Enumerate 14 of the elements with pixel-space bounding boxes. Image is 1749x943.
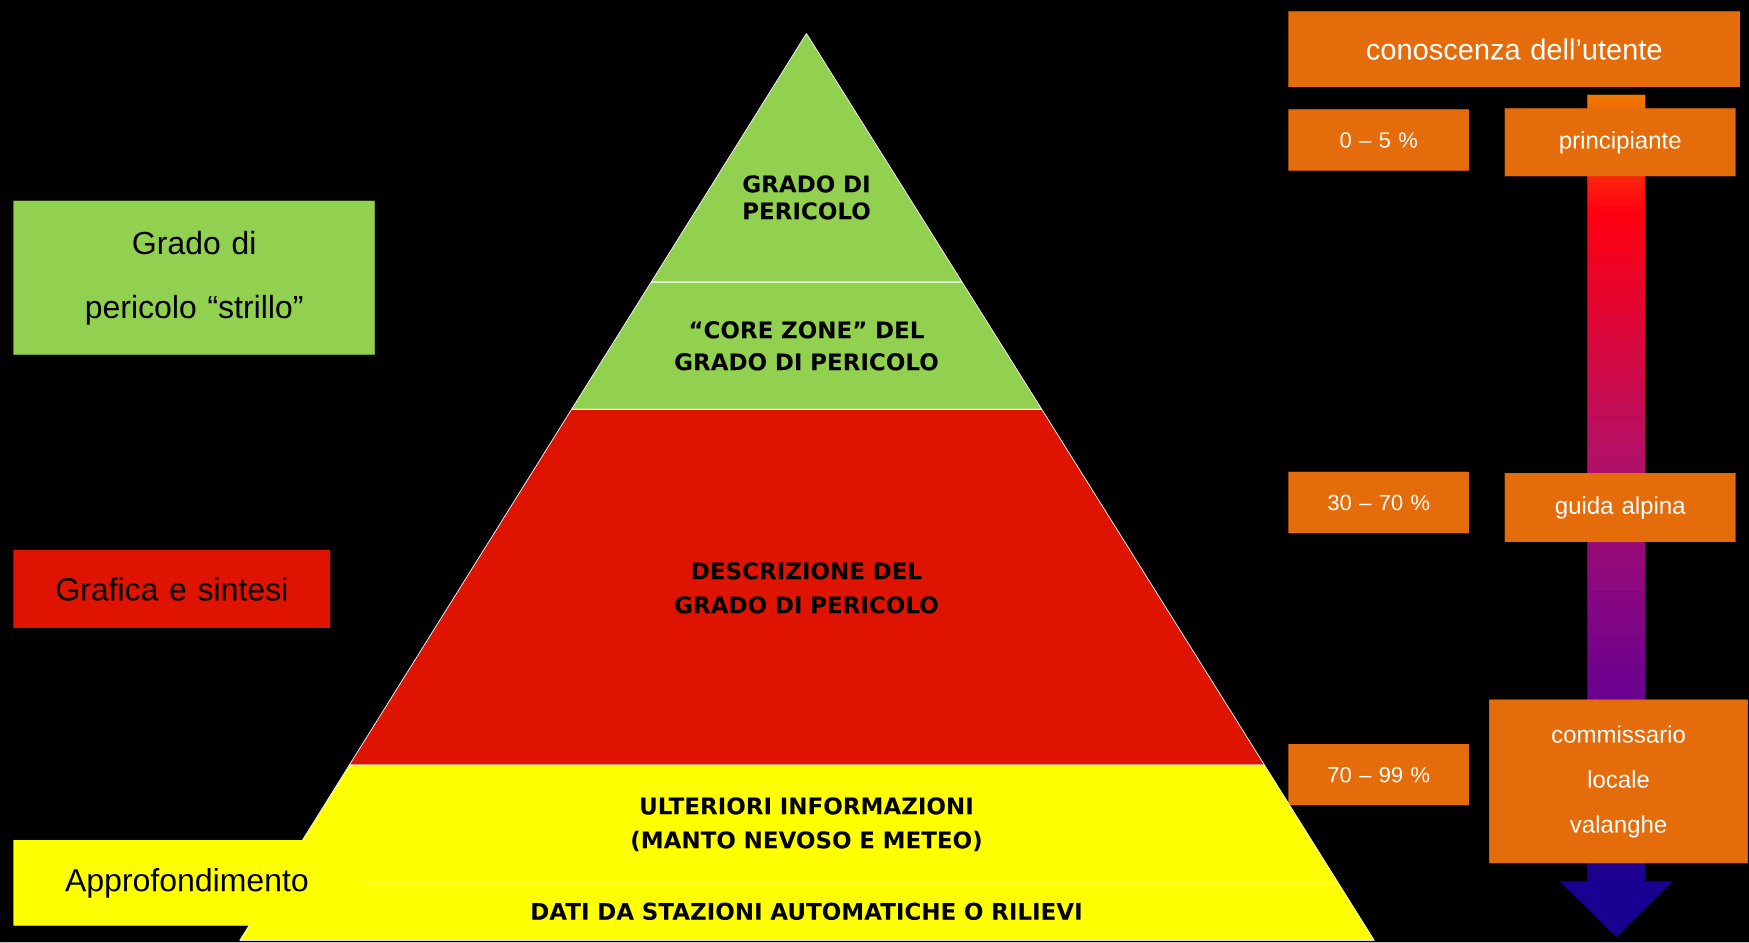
pyramid-layer: GRADO DI PERICOLO (650, 33, 963, 283)
label-box: conoscenza dell’utente (1288, 11, 1741, 88)
label-box: principiante (1504, 108, 1736, 177)
label-box: 0 – 5 % (1288, 109, 1470, 171)
label-box: commissario locale valanghe (1489, 699, 1748, 864)
legend-box: Approfondimento (13, 840, 361, 927)
legend-box: Grado di pericolo “strillo” (13, 201, 375, 355)
pyramid-layer: “CORE ZONE” DEL GRADO DI PERICOLO (571, 281, 1043, 411)
label-box: 70 – 99 % (1288, 744, 1470, 806)
label-box: guida alpina (1504, 473, 1736, 543)
pyramid-layer: DESCRIZIONE DEL GRADO DI PERICOLO (348, 409, 1266, 766)
legend-box: Grafica e sintesi (13, 550, 331, 629)
label-box: 30 – 70 % (1288, 472, 1470, 534)
node-label: DATI DA STAZIONI AUTOMATICHE O RILIEVI (532, 902, 1081, 921)
